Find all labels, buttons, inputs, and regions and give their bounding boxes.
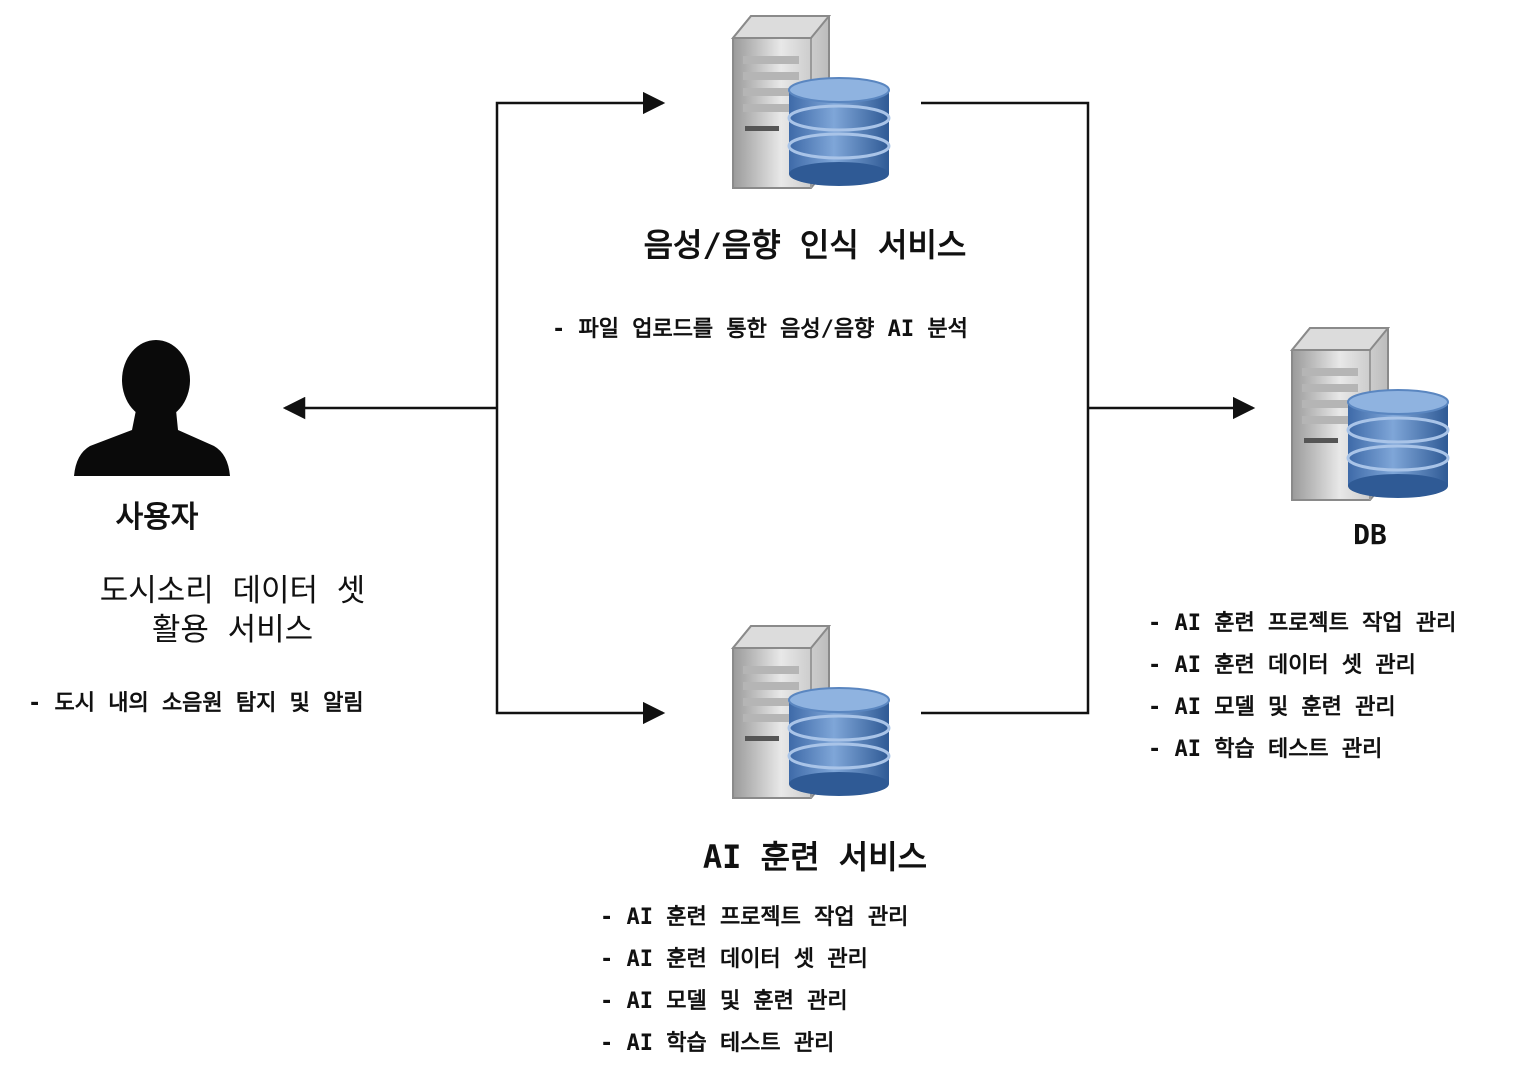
arrow-to-training-service xyxy=(495,408,666,725)
training-item: - AI 학습 테스트 관리 xyxy=(600,1031,835,1056)
training-item: - AI 모델 및 훈련 관리 xyxy=(600,989,848,1014)
training-item: - AI 훈련 데이터 셋 관리 xyxy=(600,947,868,972)
connector-lines xyxy=(282,91,1256,725)
db-item: - AI 학습 테스트 관리 xyxy=(1148,737,1383,762)
app-title-line2: 활용 서비스 xyxy=(151,612,314,648)
db-items: - AI 훈련 프로젝트 작업 관리 - AI 훈련 데이터 셋 관리 - AI… xyxy=(1148,603,1456,771)
db-label: DB xyxy=(1353,518,1387,551)
speech-service-desc: - 파일 업로드를 통한 음성/음향 AI 분석 xyxy=(552,317,968,342)
speech-service-title: 음성/음향 인식 서비스 xyxy=(643,226,967,264)
speech-to-db-line xyxy=(921,101,1090,715)
training-item: - AI 훈련 프로젝트 작업 관리 xyxy=(600,905,909,930)
db-item: - AI 훈련 데이터 셋 관리 xyxy=(1148,653,1416,678)
speech-server-icon xyxy=(731,14,891,190)
training-server-icon xyxy=(731,624,891,800)
app-title-line1: 도시소리 데이터 셋 xyxy=(99,573,366,609)
user-silhouette-icon xyxy=(74,340,230,476)
db-server-icon xyxy=(1290,326,1450,502)
arrow-to-speech-service xyxy=(495,91,666,408)
db-item: - AI 모델 및 훈련 관리 xyxy=(1148,695,1396,720)
db-item: - AI 훈련 프로젝트 작업 관리 xyxy=(1148,611,1457,636)
user-label: 사용자 xyxy=(115,500,199,535)
user-desc: - 도시 내의 소음원 탐지 및 알림 xyxy=(28,691,364,716)
training-service-items: - AI 훈련 프로젝트 작업 관리 - AI 훈련 데이터 셋 관리 - AI… xyxy=(600,897,908,1065)
training-service-title: AI 훈련 서비스 xyxy=(702,838,928,876)
